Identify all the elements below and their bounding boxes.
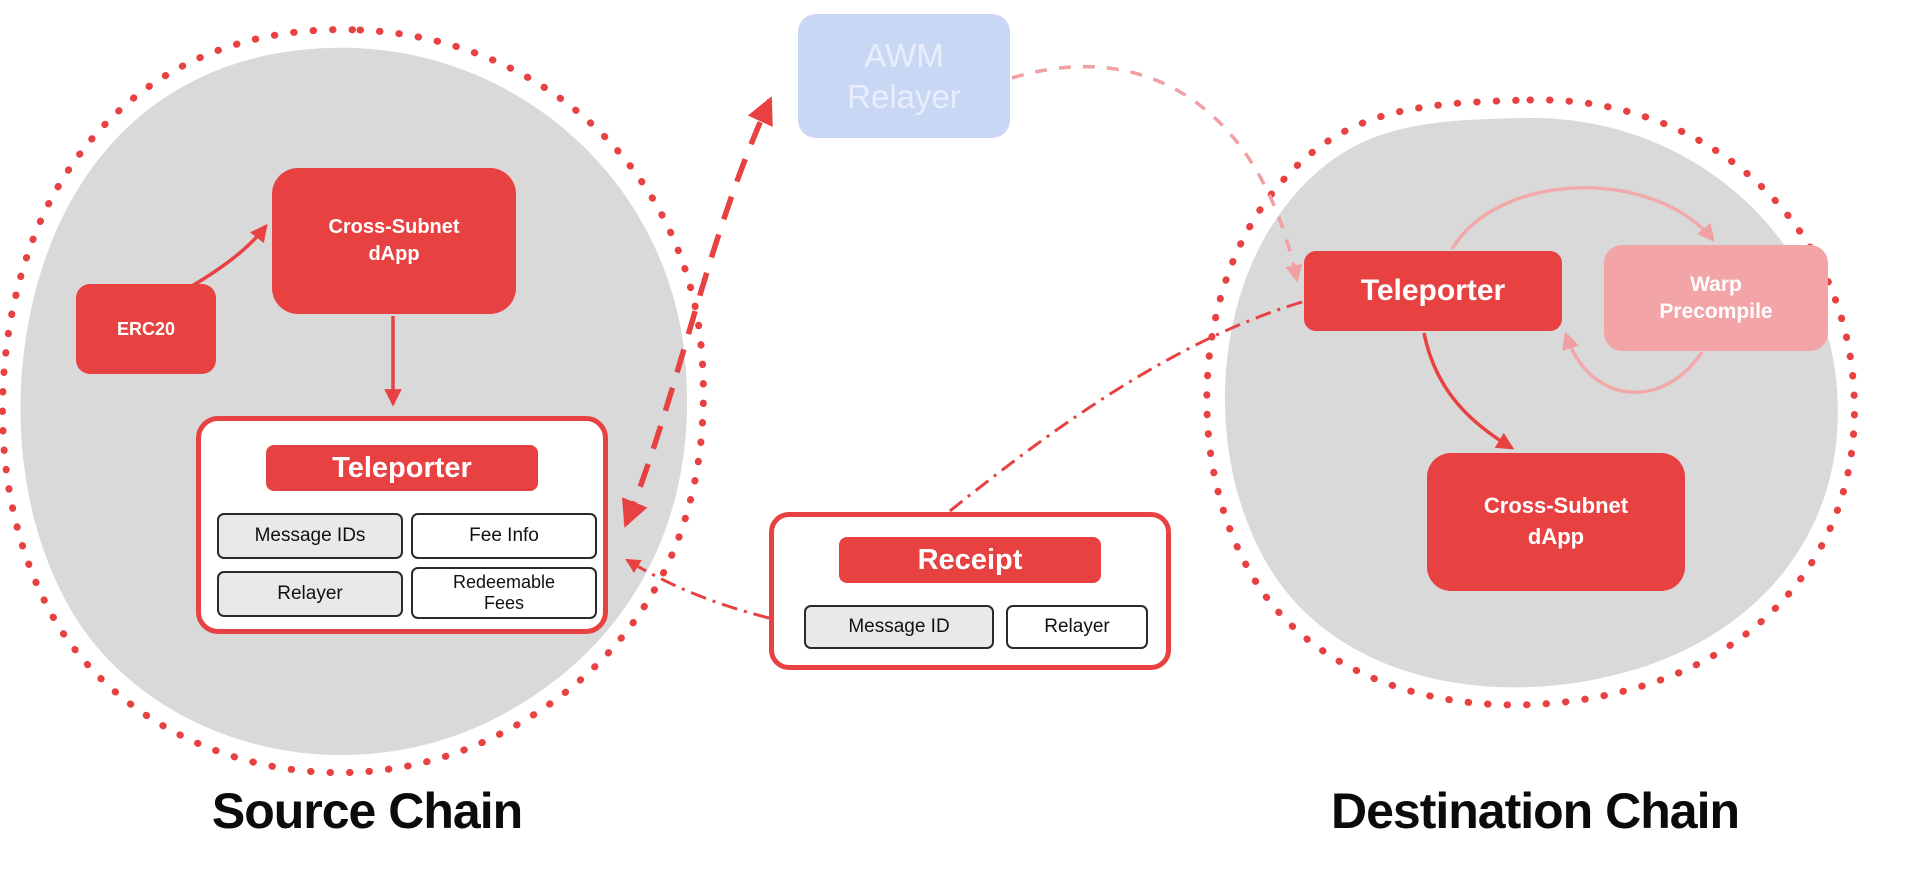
receipt-title-pill: Receipt bbox=[839, 537, 1101, 583]
fee-info-label: Fee Info bbox=[469, 525, 539, 546]
relayer-cell: Relayer bbox=[217, 571, 403, 617]
destination-cross-subnet-dapp-box: Cross-Subnet dApp bbox=[1427, 453, 1685, 591]
destination-chain-label-text: Destination Chain bbox=[1330, 783, 1740, 839]
arrow-teleporter-to-destination-dapp bbox=[1422, 332, 1515, 450]
awm-relayer-label: AWM Relayer bbox=[847, 36, 961, 115]
arrow-source-teleporter-to-awm-relayer bbox=[621, 96, 773, 528]
receipt-container: Receipt Message ID Relayer bbox=[769, 512, 1171, 670]
source-teleporter-container: Teleporter Message IDs Fee Info Relayer … bbox=[196, 416, 608, 634]
arrow-warp-precompile-to-teleporter bbox=[1562, 331, 1704, 394]
receipt-message-id-cell: Message ID bbox=[804, 605, 994, 649]
arrow-receipt-to-source-teleporter bbox=[625, 558, 770, 620]
relayer-label: Relayer bbox=[277, 583, 343, 604]
source-chain-label: Source Chain bbox=[117, 782, 617, 840]
arrow-awm-relayer-to-destination-teleporter bbox=[1011, 64, 1303, 283]
redeemable-fees-cell: Redeemable Fees bbox=[411, 567, 597, 619]
message-ids-label: Message IDs bbox=[254, 525, 366, 546]
destination-chain-blob bbox=[1224, 117, 1838, 688]
receipt-relayer-cell: Relayer bbox=[1006, 605, 1148, 649]
destination-cross-subnet-dapp-label: Cross-Subnet dApp bbox=[1483, 493, 1629, 549]
source-chain-blob bbox=[20, 47, 688, 756]
receipt-relayer-label: Relayer bbox=[1044, 616, 1110, 637]
erc20-label: ERC20 bbox=[116, 318, 176, 339]
arrow-teleporter-to-warp-precompile bbox=[1450, 186, 1715, 250]
awm-relayer-box: AWM Relayer bbox=[798, 14, 1010, 138]
warp-precompile-box: Warp Precompile bbox=[1604, 245, 1828, 351]
source-cross-subnet-dapp-box: Cross-Subnet dApp bbox=[272, 168, 516, 314]
redeemable-fees-label: Redeemable Fees bbox=[452, 572, 556, 613]
warp-precompile-label: Warp Precompile bbox=[1659, 272, 1773, 323]
source-cross-subnet-dapp-label: Cross-Subnet dApp bbox=[328, 216, 460, 265]
receipt-title: Receipt bbox=[917, 543, 1023, 576]
source-teleporter-title-pill: Teleporter bbox=[266, 445, 538, 491]
destination-teleporter-label: Teleporter bbox=[1360, 274, 1506, 307]
arrow-destination-to-receipt bbox=[906, 300, 1303, 547]
arrow-erc20-to-dapp bbox=[191, 223, 268, 288]
source-teleporter-title: Teleporter bbox=[332, 451, 472, 484]
message-ids-cell: Message IDs bbox=[217, 513, 403, 559]
fee-info-cell: Fee Info bbox=[411, 513, 597, 559]
source-chain-label-text: Source Chain bbox=[211, 783, 523, 839]
receipt-message-id-label: Message ID bbox=[848, 616, 950, 637]
erc20-box: ERC20 bbox=[76, 284, 216, 374]
destination-teleporter-box: Teleporter bbox=[1304, 251, 1562, 331]
destination-chain-label: Destination Chain bbox=[1270, 782, 1800, 840]
